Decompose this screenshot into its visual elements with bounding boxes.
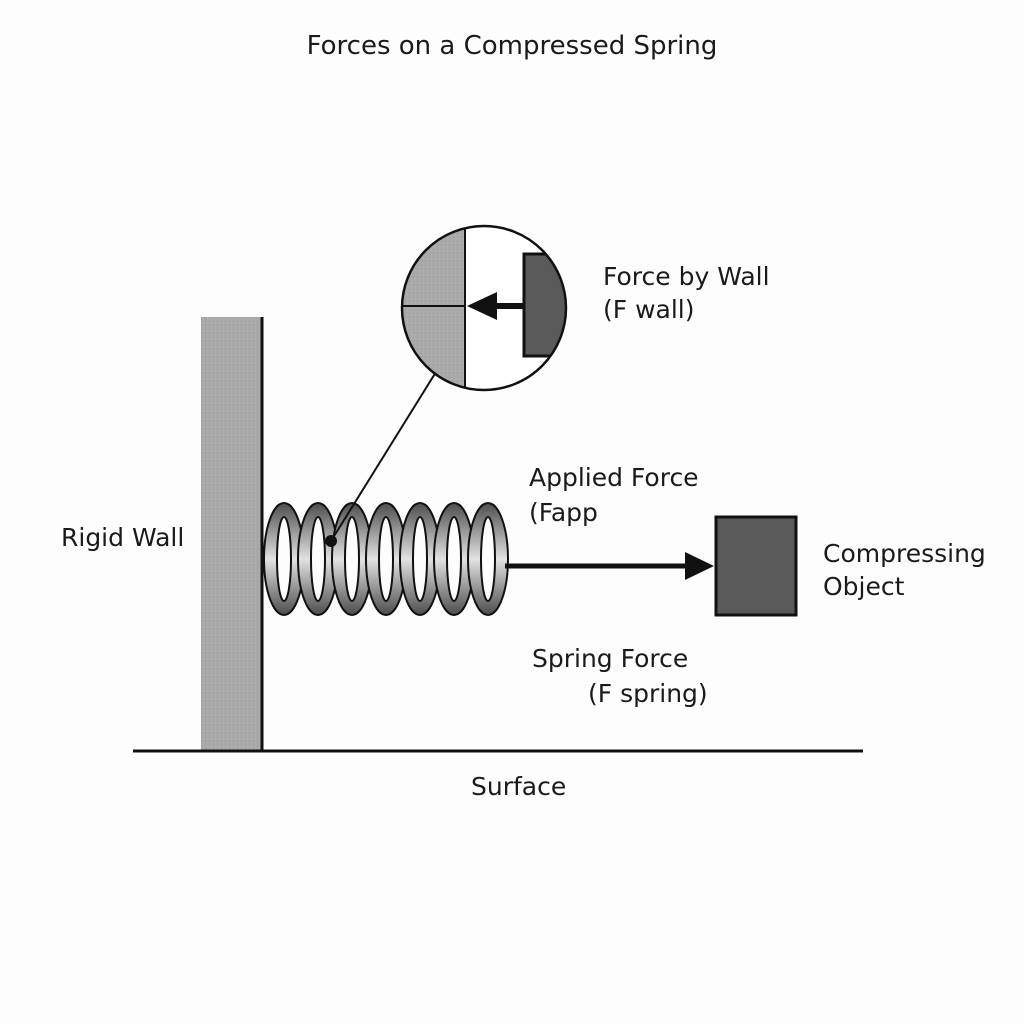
spring-coil <box>399 502 441 616</box>
applied-force-symbol: (Fapp <box>529 498 598 527</box>
rigid-wall <box>201 317 261 751</box>
diagram-title: Forces on a Compressed Spring <box>306 31 718 61</box>
spring-force-label: Spring Force <box>532 644 689 673</box>
spring-force-symbol: (F spring) <box>588 679 708 708</box>
callout-leader-line <box>330 371 437 542</box>
spring-coil <box>433 502 475 616</box>
callout-anchor-dot <box>325 535 337 547</box>
spring-coil <box>467 502 509 616</box>
force-by-wall-symbol: (F wall) <box>603 295 695 324</box>
detail-callout-circle <box>400 224 568 392</box>
spring-coil <box>365 502 407 616</box>
compressing-object <box>714 515 798 617</box>
spring-coil <box>297 502 339 616</box>
detail-object-block <box>522 252 566 358</box>
wall-force-arrowhead-icon <box>467 292 497 320</box>
spring <box>263 502 509 616</box>
compressing-object-label: Compressing <box>823 539 986 568</box>
compressing-object-label-line2: Object <box>823 572 905 601</box>
spring-coil <box>331 502 373 616</box>
rigid-wall-label: Rigid Wall <box>61 523 185 552</box>
spring-coil <box>263 502 305 616</box>
applied-force-arrowhead-icon <box>685 552 714 580</box>
surface-label: Surface <box>471 772 567 801</box>
force-by-wall-label: Force by Wall <box>603 262 770 291</box>
applied-force-label: Applied Force <box>529 463 699 492</box>
